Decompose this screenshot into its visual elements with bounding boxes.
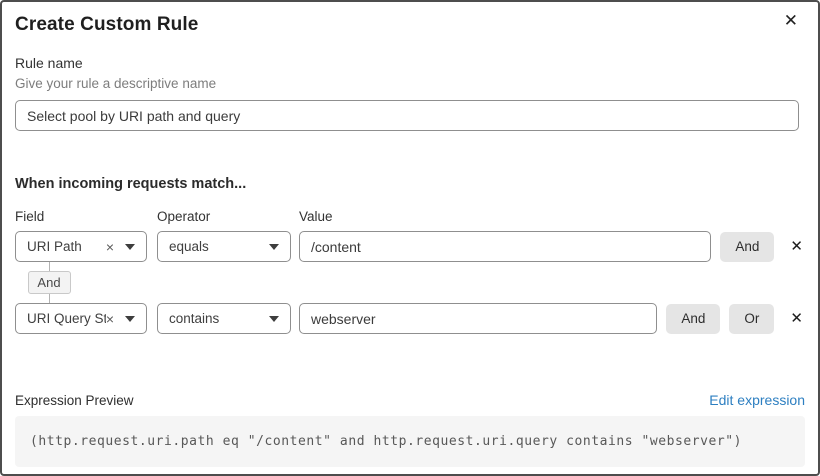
operator-column-label: Operator	[157, 209, 211, 224]
delete-row-icon[interactable]: ✕	[790, 238, 803, 255]
operator-select-value: contains	[169, 311, 220, 326]
clear-field-icon[interactable]: ×	[105, 310, 114, 327]
value-input[interactable]	[299, 303, 658, 334]
chevron-down-icon	[269, 315, 279, 322]
expression-code-block: (http.request.uri.path eq "/content" and…	[15, 416, 805, 467]
field-select-value: URI Query St...	[27, 311, 106, 326]
condition-column-labels: Field Operator Value	[15, 209, 805, 224]
rule-name-helper: Give your rule a descriptive name	[15, 76, 217, 91]
value-column-label: Value	[299, 209, 333, 224]
operator-select-value: equals	[169, 239, 209, 254]
rule-name-section: Rule name Give your rule a descriptive n…	[15, 55, 805, 131]
value-input[interactable]	[299, 231, 712, 262]
operator-select[interactable]: contains	[157, 303, 291, 334]
clear-field-icon[interactable]: ×	[105, 238, 114, 255]
add-and-condition-button[interactable]: And	[666, 303, 721, 334]
close-icon[interactable]: ✕	[783, 11, 798, 30]
add-or-condition-button[interactable]: Or	[729, 303, 775, 334]
field-select[interactable]: URI Query St... ×	[15, 303, 147, 334]
field-column-label: Field	[15, 209, 45, 224]
condition-row: URI Query St... × contains And Or ✕	[15, 303, 805, 334]
dialog-title: Create Custom Rule	[15, 14, 199, 35]
and-connector: And	[27, 262, 71, 303]
field-select-value: URI Path	[27, 239, 82, 254]
rule-name-input[interactable]	[15, 100, 799, 131]
condition-row: URI Path × equals And ✕	[15, 231, 805, 262]
chevron-down-icon	[125, 243, 135, 250]
chevron-down-icon	[269, 243, 279, 250]
chevron-down-icon	[125, 315, 135, 322]
connector-line	[48, 294, 50, 303]
delete-row-icon[interactable]: ✕	[790, 310, 803, 327]
expression-preview-header: Expression Preview Edit expression	[15, 392, 805, 408]
field-select[interactable]: URI Path ×	[15, 231, 147, 262]
connector-line	[48, 262, 50, 271]
matcher-heading: When incoming requests match...	[15, 176, 247, 192]
edit-expression-link[interactable]: Edit expression	[709, 392, 805, 408]
add-and-condition-button[interactable]: And	[720, 231, 775, 262]
expression-preview-label: Expression Preview	[15, 393, 134, 408]
operator-select[interactable]: equals	[157, 231, 291, 262]
and-connector-badge: And	[27, 271, 71, 294]
rule-name-label: Rule name	[15, 55, 83, 71]
